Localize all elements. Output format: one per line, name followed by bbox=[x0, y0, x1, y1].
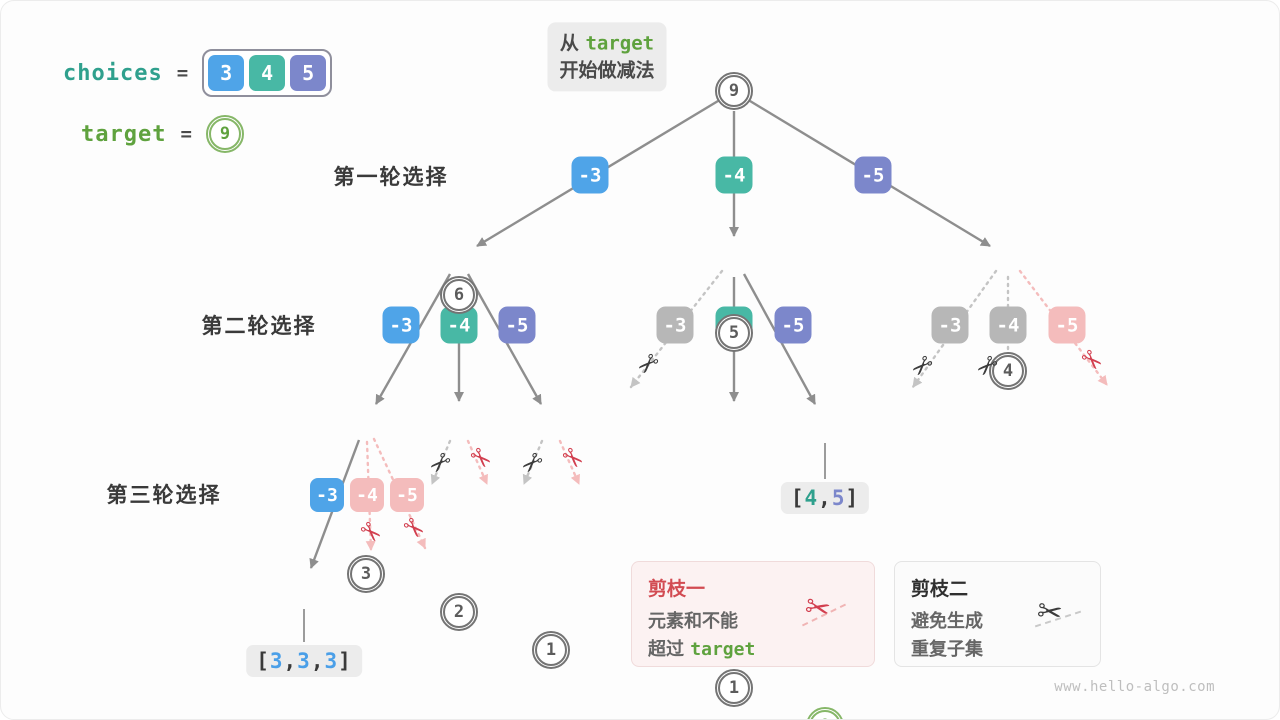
result-connectors bbox=[303, 443, 826, 642]
legend-text: 重复子集 bbox=[911, 638, 983, 660]
tree-node: 6 bbox=[440, 276, 478, 314]
target-value: 9 bbox=[219, 124, 231, 144]
edge-label-pruned: -5 bbox=[1048, 306, 1086, 344]
edge-label-pruned: -3 bbox=[931, 306, 969, 344]
result-token: 3 bbox=[269, 649, 284, 673]
tree-node: 2 bbox=[440, 593, 478, 631]
watermark: www.hello-algo.com bbox=[1054, 679, 1215, 695]
result-token: 3 bbox=[324, 649, 339, 673]
edge-label: -4 bbox=[715, 156, 753, 194]
choice-value: 5 bbox=[290, 55, 327, 91]
legend-title: 剪枝二 bbox=[911, 578, 969, 600]
choices-row: choices = 3 4 5 bbox=[63, 49, 333, 97]
tree-node: 1 bbox=[532, 631, 570, 669]
result-token: [ bbox=[790, 486, 805, 510]
edge-label: -5 bbox=[498, 306, 536, 344]
result-token: , bbox=[310, 649, 325, 673]
round-label-3: 第三轮选择 bbox=[106, 483, 222, 507]
callout-text: 从 bbox=[559, 32, 579, 55]
target-label: target bbox=[81, 121, 167, 147]
result-token: 5 bbox=[831, 486, 846, 510]
edge-label: -4 bbox=[440, 306, 478, 344]
result-token: , bbox=[283, 649, 298, 673]
edge-label-pruned: -4 bbox=[989, 306, 1027, 344]
scissors-icon: ✂ bbox=[1034, 593, 1065, 632]
tree-node: 3 bbox=[347, 555, 385, 593]
edge-label: -3 bbox=[571, 156, 609, 194]
edge-label: -3 bbox=[382, 306, 420, 344]
legend-pruning-2: 剪枝二 避免生成 重复子集 ✂ bbox=[894, 561, 1101, 667]
result-subset-3-3-3: [3,3,3] bbox=[246, 645, 362, 677]
legend-text: 避免生成 bbox=[911, 611, 983, 632]
result-token: ] bbox=[338, 649, 352, 673]
result-subset-4-5: [4,5] bbox=[780, 482, 870, 514]
equals-sign: = bbox=[176, 62, 189, 84]
choices-label: choices bbox=[63, 60, 163, 86]
result-token: 3 bbox=[297, 649, 311, 673]
choice-value: 4 bbox=[249, 55, 286, 91]
edge-label-pruned: -5 bbox=[390, 478, 424, 512]
result-token: 4 bbox=[804, 486, 819, 510]
legend-title: 剪枝一 bbox=[648, 578, 706, 600]
edge-label: -3 bbox=[310, 478, 344, 512]
tree-node-root: 9 bbox=[715, 72, 753, 110]
edge-label-pruned: -4 bbox=[350, 478, 384, 512]
choice-value: 3 bbox=[208, 55, 245, 91]
result-token: , bbox=[818, 486, 832, 510]
legend-code: target bbox=[690, 638, 756, 660]
edge-label: -5 bbox=[854, 156, 892, 194]
callout-line-2: 开始做减法 bbox=[559, 59, 655, 81]
equals-sign: = bbox=[180, 123, 192, 145]
callout-code: target bbox=[585, 32, 655, 55]
result-token: ] bbox=[845, 486, 860, 510]
result-token: [ bbox=[256, 649, 270, 673]
tree-node: 1 bbox=[715, 669, 753, 707]
legend-text: 元素和不能 bbox=[648, 611, 738, 632]
target-value-circle: 9 bbox=[205, 115, 244, 153]
legend-text-part: 超过 bbox=[648, 638, 684, 660]
root-callout: 从 target 开始做减法 bbox=[547, 22, 667, 92]
round-label-2: 第二轮选择 bbox=[201, 314, 317, 338]
edge-label: -5 bbox=[774, 306, 812, 344]
legend-pruning-1: 剪枝一 元素和不能 超过 target ✂ bbox=[631, 561, 875, 667]
choices-array: 3 4 5 bbox=[202, 49, 333, 97]
legend-text: 超过 target bbox=[648, 636, 858, 664]
round-label-1: 第一轮选择 bbox=[333, 165, 449, 189]
tree-node: 5 bbox=[715, 314, 753, 352]
edge-label-pruned: -3 bbox=[656, 306, 694, 344]
callout-line-1: 从 target bbox=[559, 30, 654, 57]
target-row: target = 9 bbox=[81, 115, 244, 153]
